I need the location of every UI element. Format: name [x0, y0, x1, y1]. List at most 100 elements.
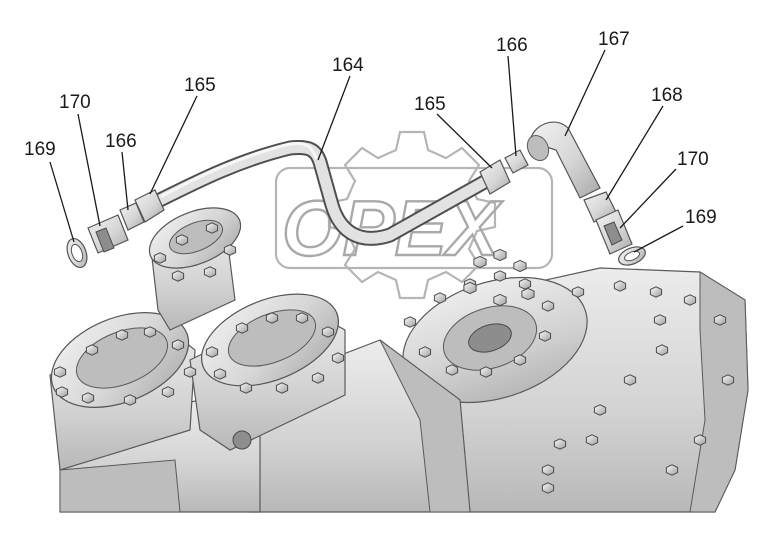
- bolt-head: [311, 372, 325, 384]
- bolt-head: [143, 326, 157, 338]
- bolt-head: [473, 255, 487, 269]
- bolt-head: [403, 316, 417, 328]
- callout-165-mid: 165: [414, 94, 446, 115]
- bolt-head: [521, 287, 535, 301]
- bolt-head: [541, 482, 555, 494]
- callout-170-left: 170: [59, 92, 91, 113]
- bolt-head: [175, 234, 189, 246]
- pump-upper: [148, 207, 242, 331]
- washer-169-left-hole: [70, 243, 84, 263]
- bolt-head: [693, 434, 707, 446]
- pump-middle-port: [232, 430, 252, 450]
- bolt-head: [153, 252, 167, 264]
- bolt-head: [331, 352, 345, 364]
- callout-166-left: 166: [105, 131, 137, 152]
- pump-middle: [189, 293, 346, 451]
- watermark-frame: [274, 166, 554, 270]
- bolt-head: [721, 374, 735, 386]
- bolt-head: [205, 222, 219, 234]
- leader-166-left: [121, 151, 129, 211]
- elbow-167: [529, 121, 601, 199]
- bolt-head: [445, 364, 459, 376]
- bolt-head: [81, 392, 95, 404]
- bolt-head: [479, 366, 493, 378]
- bolt-head: [513, 354, 527, 366]
- right-housing-side: [689, 271, 749, 513]
- leader-lines: [49, 49, 684, 253]
- bolt-head: [713, 314, 727, 326]
- bolt-head: [295, 312, 309, 324]
- bolt-head: [418, 346, 432, 358]
- bolt-head: [183, 366, 197, 378]
- elbow-167-end: [526, 134, 550, 162]
- bolt-head: [53, 366, 67, 378]
- nut-165-right: [479, 159, 511, 195]
- bolt-head: [553, 438, 567, 450]
- bolt-head: [541, 300, 555, 312]
- center-housing-shadow: [379, 339, 471, 513]
- bolt-head: [493, 248, 507, 262]
- pipe-164: [152, 140, 496, 246]
- bolt-head: [433, 292, 447, 304]
- leader-170-right: [619, 168, 677, 229]
- leader-169-left: [49, 161, 75, 243]
- bolt-head: [653, 314, 667, 326]
- bolt-head: [235, 322, 249, 334]
- bolt-head: [275, 382, 289, 394]
- bolt-head: [655, 344, 669, 356]
- bolt-head: [518, 278, 532, 290]
- bolt-head: [493, 293, 507, 307]
- bolt-head: [171, 270, 185, 282]
- callout-169-right: 169: [685, 207, 717, 228]
- callout-170-right: 170: [677, 149, 709, 170]
- callout-164: 164: [332, 55, 364, 76]
- bolt-head: [85, 344, 99, 356]
- leader-166-mid: [507, 55, 517, 157]
- pump-left-cap-inner: [75, 327, 169, 389]
- bolt-head: [613, 280, 627, 292]
- flange-bore: [468, 323, 512, 353]
- pump-left: [49, 312, 196, 471]
- bolt-head: [223, 244, 237, 256]
- bolt-head: [213, 368, 227, 380]
- bolt-head: [649, 286, 663, 298]
- sleeve-166-right: [504, 149, 529, 174]
- callout-168: 168: [651, 85, 683, 106]
- bolt-head: [513, 259, 527, 273]
- leader-164: [317, 75, 351, 161]
- bolt-head: [665, 464, 679, 476]
- leader-167: [564, 49, 606, 137]
- sleeve-166-left: [119, 202, 145, 231]
- bolt-head: [55, 386, 69, 398]
- leader-168: [605, 105, 664, 201]
- pump-middle-cap-inner: [227, 309, 317, 367]
- bolt-head: [171, 339, 185, 351]
- leader-165-left: [149, 95, 198, 195]
- callout-167: 167: [598, 29, 630, 50]
- bolt-head: [683, 294, 697, 306]
- bolt-head: [161, 386, 175, 398]
- left-block-front: [59, 459, 181, 513]
- bolts: [53, 222, 735, 494]
- fitting-170-right-thread: [603, 221, 623, 246]
- left-fittings: [66, 189, 165, 269]
- nut-165-left: [134, 189, 165, 223]
- callout-165-left: 165: [184, 75, 216, 96]
- leader-165-mid: [436, 113, 493, 169]
- bolt-head: [585, 434, 599, 446]
- bolt-head: [571, 286, 585, 298]
- bolt-head: [265, 312, 279, 324]
- callout-166-mid: 166: [496, 35, 528, 56]
- bolt-head: [541, 464, 555, 476]
- bolt-head: [203, 266, 217, 278]
- bolt-head: [493, 270, 507, 282]
- washer-169-right-hole: [623, 250, 641, 262]
- right-fittings: [479, 121, 646, 266]
- fitting-170-left-thread: [95, 227, 115, 253]
- bolt-head: [205, 346, 219, 358]
- bolt-head: [239, 382, 253, 394]
- leader-169-right: [633, 225, 684, 253]
- callout-labels: 169 170 166 165 164 165 166 167 168 170 …: [24, 29, 717, 228]
- bolt-head: [123, 394, 137, 406]
